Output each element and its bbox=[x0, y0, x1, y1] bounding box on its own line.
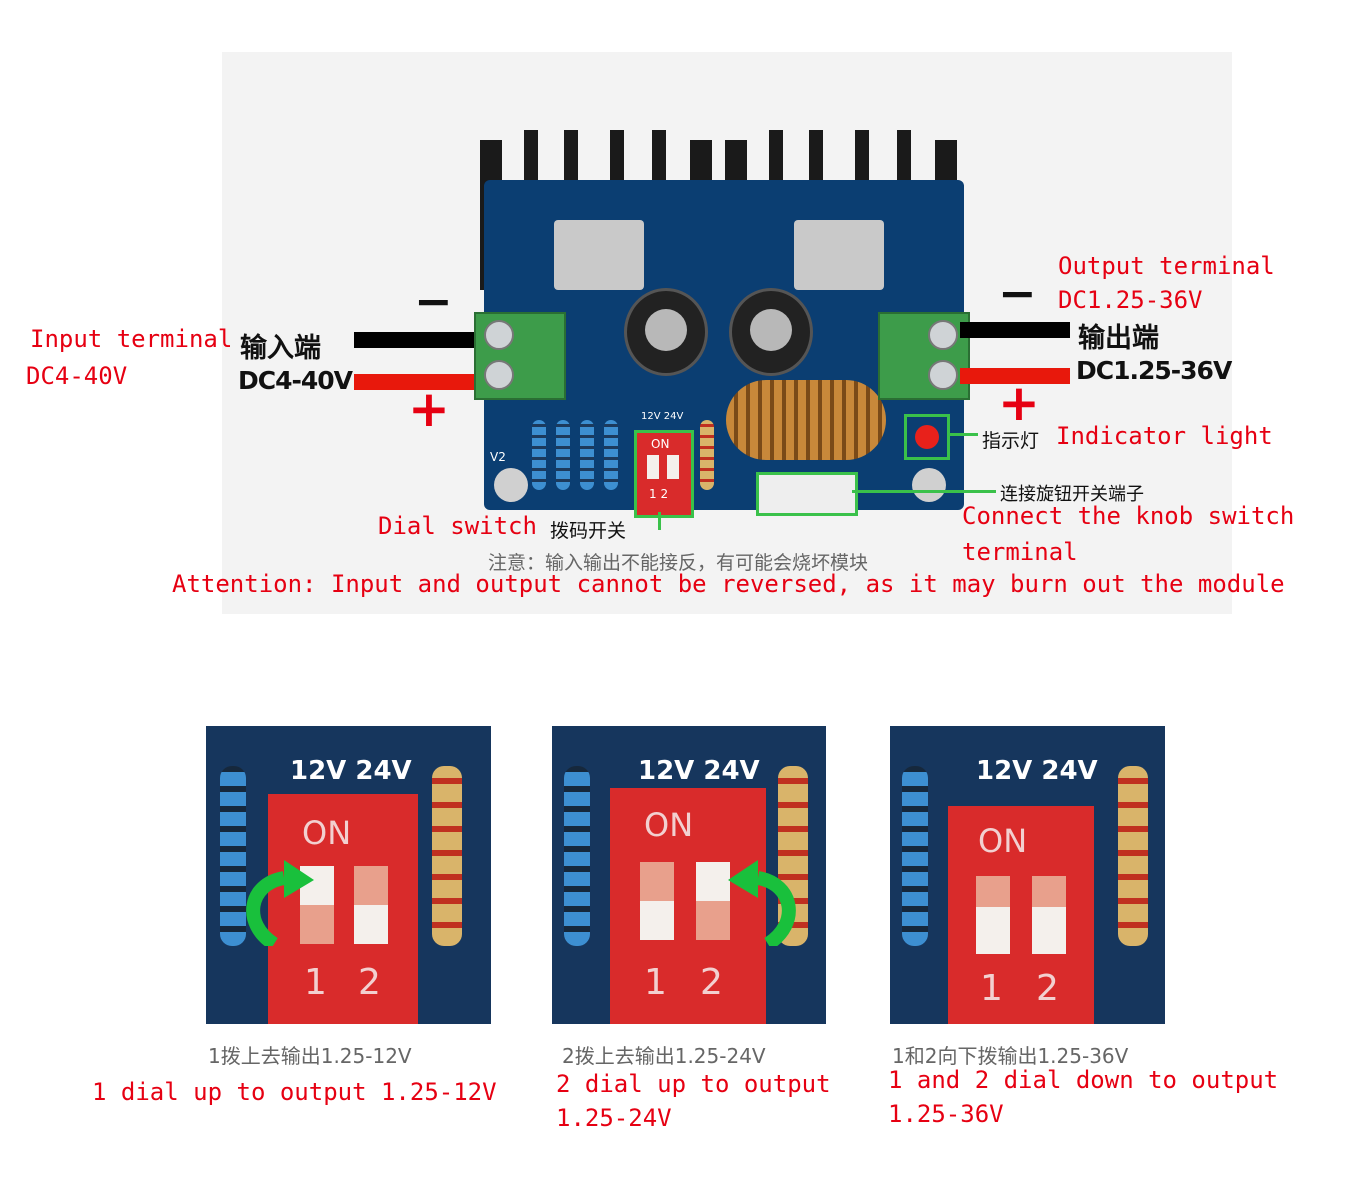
resistor bbox=[220, 766, 246, 946]
mount-hole bbox=[494, 468, 528, 502]
dip-top-label: 12V 24V bbox=[290, 756, 412, 786]
input-voltage-label: DC4-40V bbox=[238, 366, 353, 395]
dip-on-label: ON bbox=[302, 814, 352, 852]
dip-switch: ON 1 2 bbox=[610, 788, 766, 1024]
indicator-led bbox=[904, 414, 950, 460]
attention-annotation: Attention: Input and output cannot be re… bbox=[172, 570, 1285, 598]
capacitor-right bbox=[729, 288, 813, 376]
input-voltage-annotation: DC4-40V bbox=[26, 362, 128, 390]
resistor bbox=[902, 766, 928, 946]
dip-number-2: 2 bbox=[1036, 968, 1059, 1009]
panel-2-caption-cn: 2拨上去输出1.25-24V bbox=[562, 1044, 766, 1068]
dip-panel-3: 12V 24V ON 1 2 bbox=[890, 726, 1165, 1024]
resistor bbox=[556, 420, 570, 490]
output-voltage-annotation: DC1.25-36V bbox=[1058, 286, 1203, 314]
attention-label-cn: 注意：输入输出不能接反，有可能会烧坏模块 bbox=[488, 552, 869, 574]
input-negative-wire bbox=[354, 332, 474, 348]
panel-2-caption-en-line2: 1.25-24V bbox=[556, 1104, 672, 1132]
dip-number-1: 1 bbox=[980, 968, 1003, 1009]
regulator-chip-left bbox=[554, 220, 644, 290]
output-plus-sign: + bbox=[998, 374, 1040, 432]
dip-on-label: ON bbox=[644, 806, 694, 844]
output-terminal-annotation: Output terminal bbox=[1058, 252, 1275, 280]
dip-slot-2 bbox=[1032, 876, 1066, 954]
resistor bbox=[700, 420, 714, 490]
connect-knob-annotation-line2: terminal bbox=[962, 538, 1078, 566]
dip-slot-1 bbox=[976, 876, 1010, 954]
dip-slot-1 bbox=[640, 862, 674, 940]
inductor-coil bbox=[726, 380, 886, 460]
knob-leader-line bbox=[852, 490, 996, 493]
capacitor-left bbox=[624, 288, 708, 376]
panel-2-caption-en: 2 dial up to output bbox=[556, 1070, 831, 1098]
resistor bbox=[604, 420, 618, 490]
resistor bbox=[580, 420, 594, 490]
dip-number-2: 2 bbox=[358, 962, 381, 1003]
panel-3-caption-en-line2: 1.25-36V bbox=[888, 1100, 1004, 1128]
input-label-cn: 输入端 bbox=[240, 333, 321, 364]
mount-hole bbox=[912, 468, 946, 502]
curved-arrow-icon bbox=[728, 860, 796, 946]
dip-number-2: 2 bbox=[700, 962, 723, 1003]
dip-top-label: 12V 24V bbox=[976, 756, 1098, 786]
indicator-leader-line bbox=[948, 433, 978, 436]
input-terminal-annotation: Input terminal bbox=[30, 325, 233, 353]
indicator-light-annotation: Indicator light bbox=[1056, 422, 1273, 450]
panel-1-caption-cn: 1拨上去输出1.25-12V bbox=[208, 1044, 412, 1068]
panel-3-caption-cn: 1和2向下拨输出1.25-36V bbox=[892, 1044, 1129, 1068]
panel-3-caption-en: 1 and 2 dial down to output bbox=[888, 1066, 1279, 1094]
dip-switch: ON 1 2 bbox=[268, 794, 418, 1024]
knob-terminal-label-cn: 连接旋钮开关端子 bbox=[1000, 484, 1144, 505]
resistor bbox=[532, 420, 546, 490]
output-label-cn: 输出端 bbox=[1078, 323, 1159, 354]
resistor bbox=[432, 766, 462, 946]
output-voltage-label: DC1.25-36V bbox=[1076, 356, 1232, 385]
dip-number-1: 1 bbox=[304, 962, 327, 1003]
output-positive-wire bbox=[960, 368, 1070, 384]
dip-slot-2 bbox=[354, 866, 388, 944]
curved-arrow-icon bbox=[246, 860, 314, 946]
dip-switch-small: 12V 24V ON 1 2 bbox=[634, 411, 694, 518]
input-plus-sign: + bbox=[408, 380, 450, 438]
output-terminal-block bbox=[878, 312, 970, 400]
dip-number-label: 1 2 bbox=[649, 487, 669, 501]
regulator-chip-right bbox=[794, 220, 884, 290]
input-terminal-block bbox=[474, 312, 566, 400]
dip-panel-1: 12V 24V ON 1 2 bbox=[206, 726, 491, 1024]
indicator-label-cn: 指示灯 bbox=[982, 430, 1040, 452]
dip-top-label: 12V 24V bbox=[638, 756, 760, 786]
board-mark: V2 bbox=[490, 450, 506, 464]
dial-switch-annotation: Dial switch bbox=[378, 512, 537, 540]
dial-switch-label-cn: 拨码开关 bbox=[550, 520, 627, 542]
connect-knob-annotation: Connect the knob switch bbox=[962, 502, 1295, 530]
input-positive-wire bbox=[354, 374, 474, 390]
dip-slot-2 bbox=[696, 862, 730, 940]
resistor bbox=[564, 766, 590, 946]
input-minus-sign: − bbox=[414, 274, 453, 328]
dip-top-label: 12V 24V bbox=[641, 411, 684, 422]
knob-connector bbox=[756, 472, 858, 516]
panel-1-caption-en: 1 dial up to output 1.25-12V bbox=[92, 1078, 497, 1106]
dip-switch: ON 1 2 bbox=[948, 806, 1094, 1024]
dip-panel-2: 12V 24V ON 1 2 bbox=[552, 726, 826, 1024]
resistor bbox=[1118, 766, 1148, 946]
dial-leader-line bbox=[658, 512, 661, 530]
dip-number-1: 1 bbox=[644, 962, 667, 1003]
output-minus-sign: − bbox=[998, 266, 1037, 320]
output-negative-wire bbox=[960, 322, 1070, 338]
dip-on-label: ON bbox=[651, 437, 670, 451]
dip-on-label: ON bbox=[978, 822, 1028, 860]
